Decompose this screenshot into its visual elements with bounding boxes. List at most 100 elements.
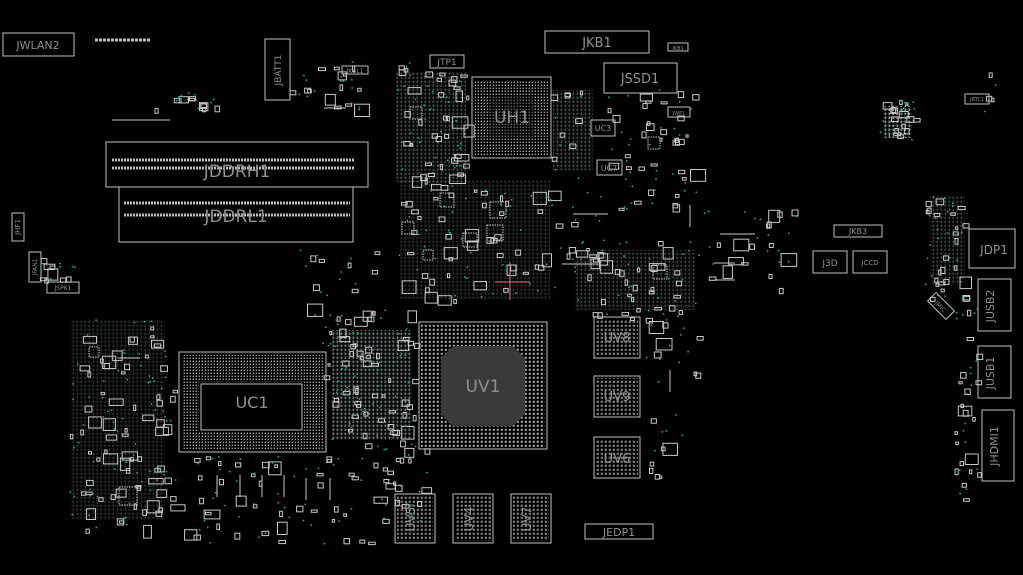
smd-component: [343, 538, 350, 545]
smd-component: [624, 154, 631, 159]
smd-component: [339, 84, 344, 92]
jssd1-outline: [603, 62, 678, 94]
smd-component: [365, 443, 373, 450]
via: [744, 211, 746, 213]
ic-chip: [652, 264, 668, 280]
via: [970, 384, 973, 386]
via: [165, 420, 168, 422]
smd-component: [443, 115, 448, 121]
smd-component: [158, 507, 164, 513]
via: [326, 294, 329, 297]
via: [417, 233, 420, 236]
via: [419, 519, 422, 522]
smd-component: [555, 223, 564, 229]
via: [795, 215, 798, 218]
via: [329, 342, 332, 345]
smd-component: [438, 92, 445, 98]
via: [928, 206, 931, 209]
via: [425, 229, 428, 232]
via: [124, 516, 127, 519]
smd-component: [429, 278, 436, 286]
smd-component: [333, 397, 340, 403]
jddrl1-outline: [118, 186, 354, 243]
via: [973, 312, 976, 314]
uc1-ball-array-right: [304, 382, 323, 432]
smd-component: [401, 504, 410, 509]
via: [554, 116, 557, 119]
via: [766, 249, 769, 252]
via: [164, 355, 167, 358]
via: [453, 166, 456, 169]
via: [969, 366, 972, 369]
via: [464, 133, 467, 135]
via: [975, 360, 978, 362]
via: [965, 488, 968, 490]
via: [698, 254, 701, 257]
via: [977, 453, 979, 456]
smd-component: [261, 461, 270, 469]
smd-component: [959, 276, 972, 290]
smd-component: [351, 414, 359, 420]
smd-component: [440, 185, 449, 191]
via: [346, 386, 348, 389]
via: [403, 85, 405, 88]
smd-component: [650, 418, 657, 424]
uh1-outline: [471, 76, 552, 159]
via: [174, 479, 177, 481]
smd-component: [156, 399, 163, 407]
via: [680, 334, 682, 336]
via: [361, 457, 364, 460]
via: [164, 350, 167, 353]
via: [602, 239, 605, 242]
smd-component: [401, 426, 415, 440]
smd-component: [172, 389, 179, 394]
via: [434, 156, 437, 159]
smd-component: [466, 240, 479, 251]
smd-component: [278, 540, 286, 545]
smd-component: [329, 330, 333, 336]
via: [379, 317, 382, 320]
via: [501, 263, 504, 266]
via: [620, 131, 623, 134]
smd-component: [121, 371, 126, 375]
smd-component: [162, 424, 173, 436]
via: [113, 427, 116, 430]
smd-component: [768, 274, 773, 280]
smd-component: [119, 457, 131, 471]
via: [681, 434, 684, 437]
smd-component: [405, 200, 413, 208]
smd-component: [150, 326, 155, 331]
ic-chip: [422, 249, 434, 261]
via: [157, 468, 160, 471]
via: [657, 380, 660, 383]
smd-component: [463, 163, 470, 169]
smd-component: [205, 456, 212, 461]
smd-component: [696, 336, 704, 341]
via: [888, 121, 891, 124]
via: [138, 352, 141, 355]
via: [136, 471, 139, 474]
smd-component: [966, 337, 974, 341]
ic-chip: [88, 346, 100, 358]
via: [89, 494, 91, 497]
smd-component: [382, 518, 390, 524]
via: [335, 319, 338, 321]
smd-component: [451, 116, 469, 129]
via: [106, 410, 109, 413]
via: [586, 191, 589, 194]
smd-component: [958, 381, 963, 385]
smd-component: [362, 432, 368, 440]
label-jhf1: JHF1: [14, 219, 22, 236]
via: [283, 506, 286, 509]
smd-component: [422, 273, 429, 280]
smd-component: [318, 67, 326, 72]
via: [423, 245, 426, 248]
smd-component: [214, 105, 221, 113]
via: [955, 311, 958, 314]
via: [123, 352, 126, 354]
smd-component: [154, 107, 159, 114]
via: [400, 485, 403, 488]
smd-component: [399, 457, 405, 464]
via: [514, 292, 517, 295]
via: [961, 296, 964, 299]
